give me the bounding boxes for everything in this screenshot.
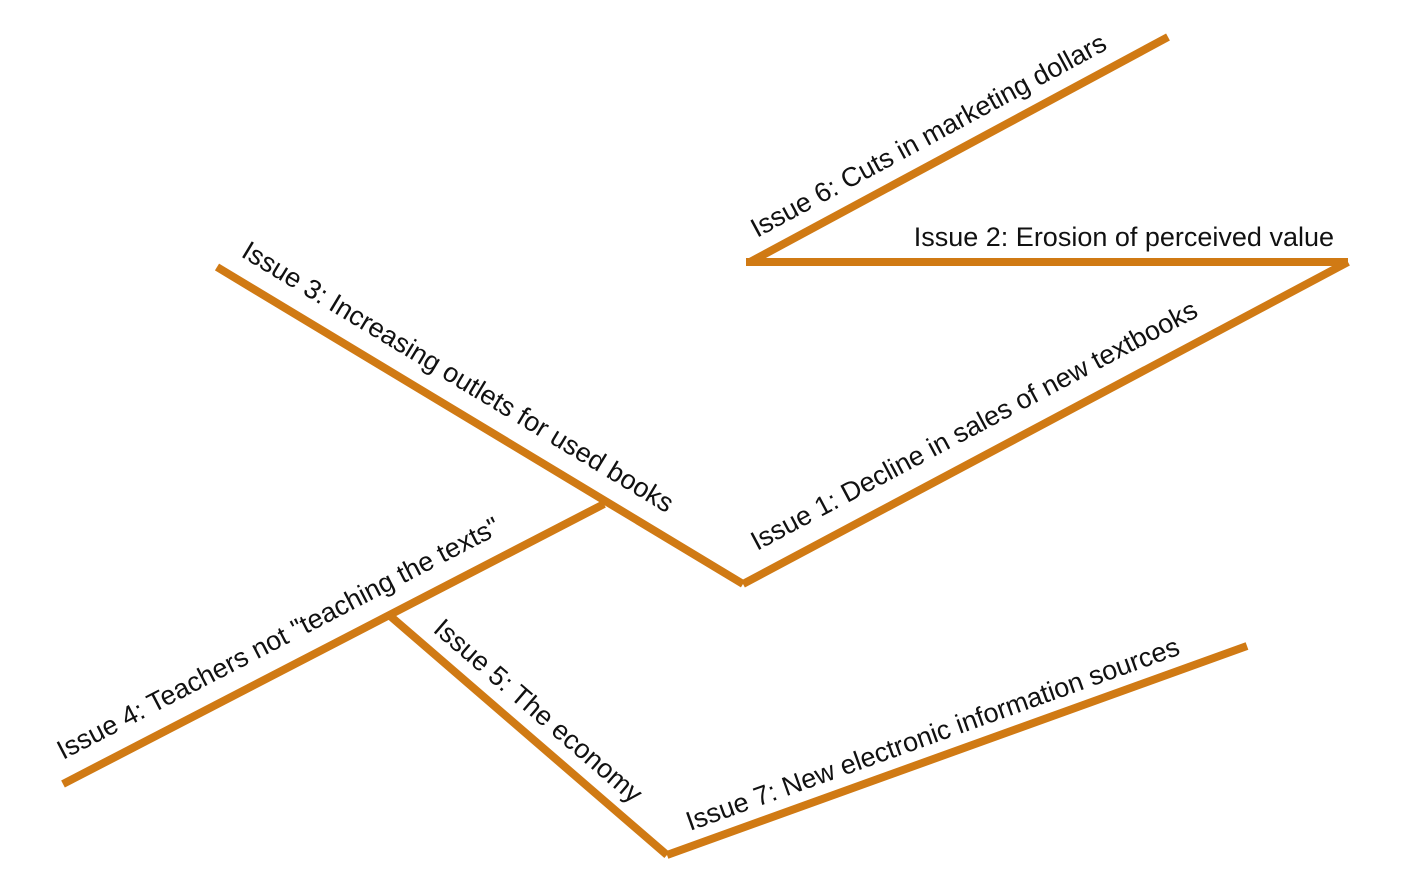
branch-issue-4: [61, 500, 606, 788]
issue-5-label: Issue 5: The economy: [428, 613, 649, 809]
issue-6-label: Issue 6: Cuts in marketing dollars: [746, 28, 1112, 244]
issue-1-label: Issue 1: Decline in sales of new textboo…: [746, 294, 1203, 556]
branch-issue-7: [665, 642, 1249, 859]
issue-2-label: Issue 2: Erosion of perceived value: [914, 222, 1334, 252]
issue-3-label: Issue 3: Increasing outlets for used boo…: [237, 235, 679, 518]
branch-issue-6: [748, 33, 1170, 266]
issue-labels: Issue 6: Cuts in marketing dollars Issue…: [52, 28, 1334, 837]
branch-issue-5: [386, 611, 670, 859]
branch-issue-1: [741, 258, 1350, 588]
branch-lines: [61, 33, 1350, 859]
branch-issue-3: [214, 263, 746, 588]
issue-7-label: Issue 7: New electronic information sour…: [682, 632, 1184, 837]
